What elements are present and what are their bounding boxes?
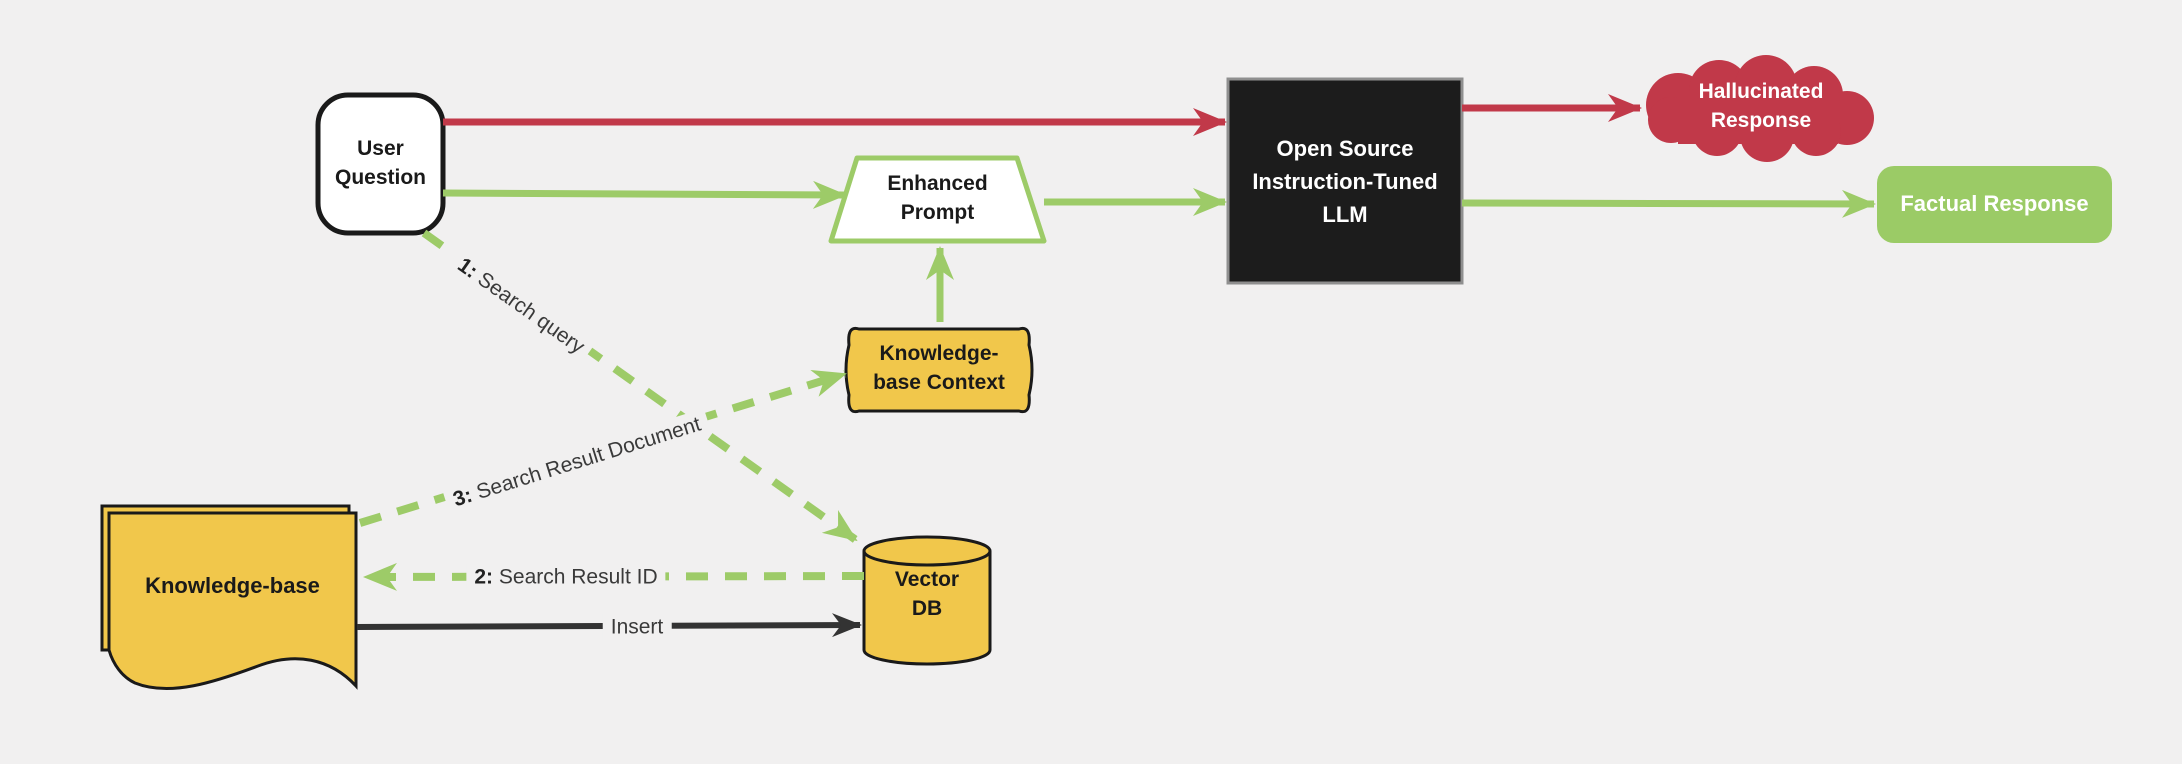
factual-response-node [1877, 166, 2112, 243]
enhanced-prompt-node [828, 155, 1047, 244]
kb-context-node [844, 326, 1034, 414]
search-result-id-step-number: 2: [474, 565, 494, 589]
edge-llm-to-factual-response [1461, 189, 1876, 218]
user-question-node [315, 92, 446, 236]
insert-edge-label: Insert [602, 613, 672, 641]
hallucinated-response-cloud [1646, 55, 1874, 162]
llm-node [1226, 77, 1464, 285]
search-result-id-edge-label: 2: Search Result ID [466, 563, 666, 591]
edge-user-question-to-enhanced-prompt [442, 180, 847, 209]
search-result-id-text: Search Result ID [493, 565, 658, 589]
knowledge-base-node [107, 511, 358, 690]
vector-db-node [862, 535, 992, 666]
